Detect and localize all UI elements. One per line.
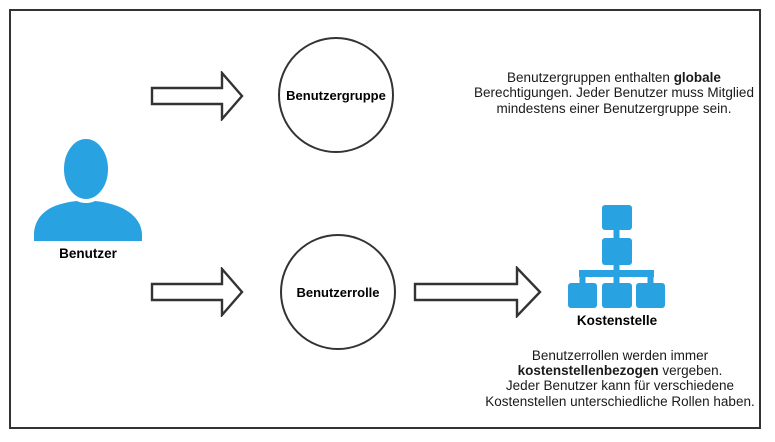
person-icon <box>34 135 142 241</box>
node-benutzerrolle-label: Benutzerrolle <box>296 284 380 300</box>
node-benutzerrolle: Benutzerrolle <box>280 234 396 350</box>
arrow-to-benutzerrolle <box>150 267 244 317</box>
org-hierarchy-icon <box>568 205 665 308</box>
node-benutzergruppe-label: Benutzergruppe <box>286 87 386 103</box>
person-label: Benutzer <box>59 246 117 261</box>
node-benutzergruppe: Benutzergruppe <box>278 37 394 153</box>
arrow-to-kostenstelle <box>413 266 542 318</box>
kostenstelle-label: Kostenstelle <box>576 313 658 328</box>
arrow-to-benutzergruppe <box>150 71 244 121</box>
